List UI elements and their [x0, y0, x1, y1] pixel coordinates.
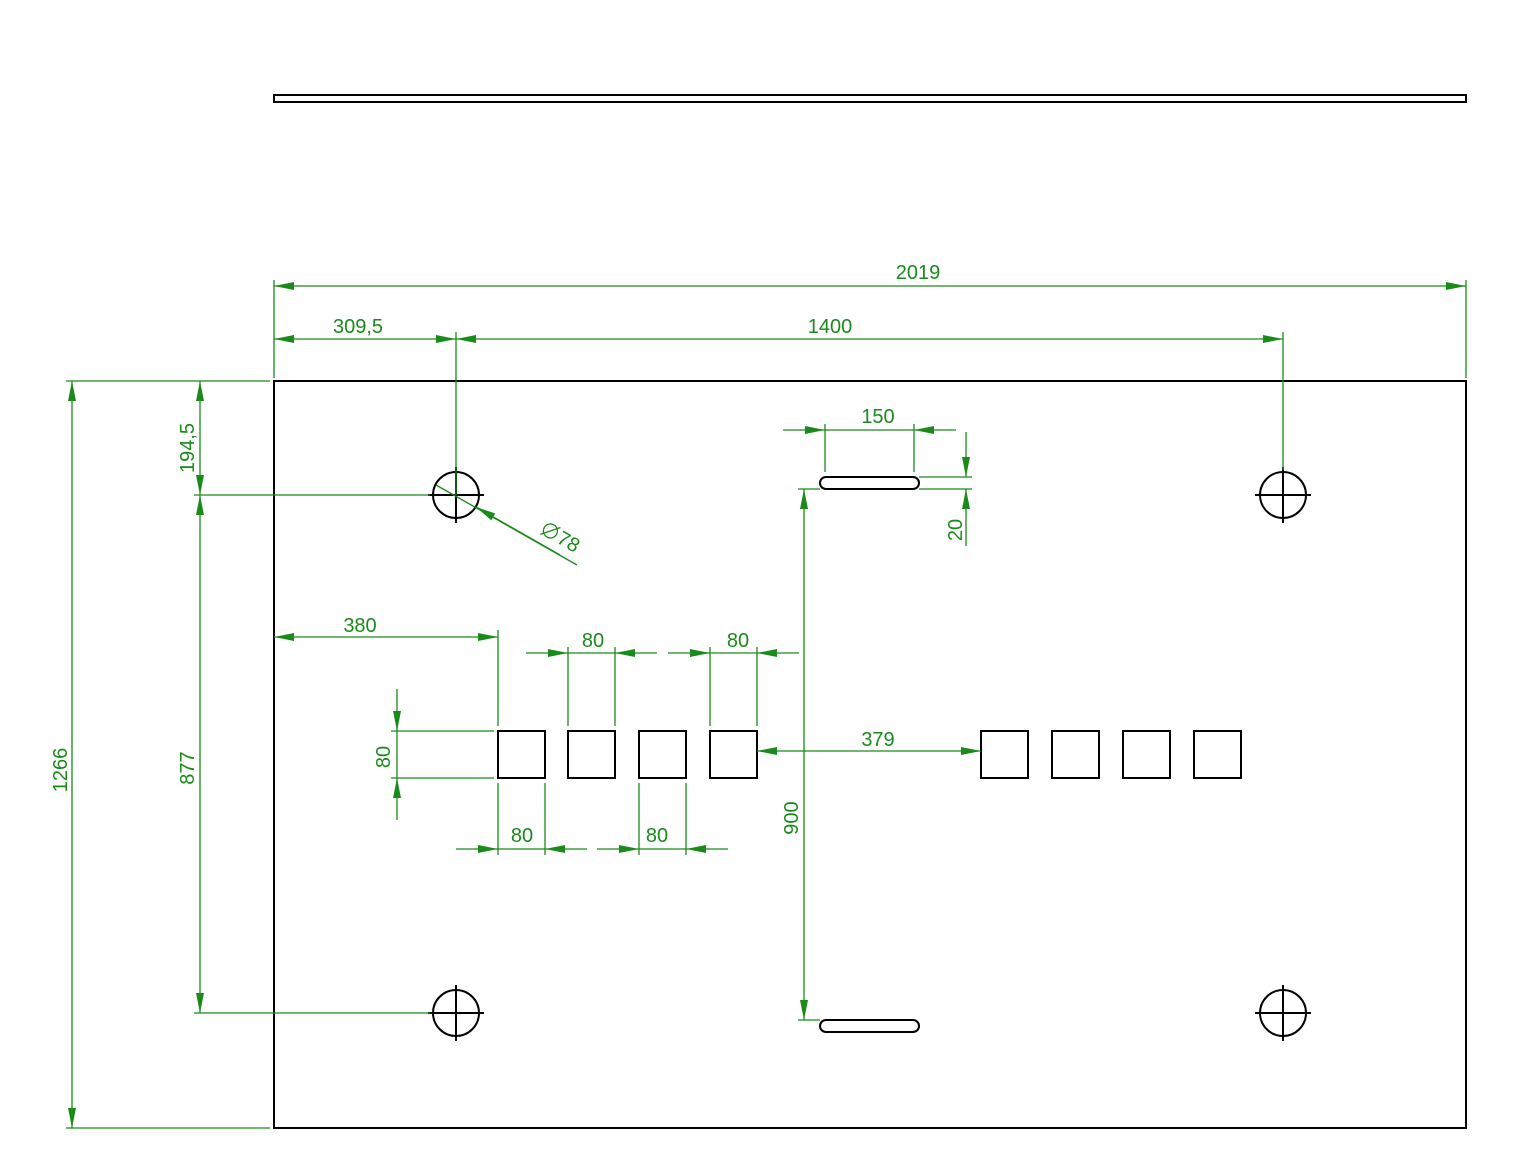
plate-outline: [273, 380, 1467, 1129]
dimension-label: 900: [781, 801, 803, 834]
dimension-square-width-bottom-2: 80: [597, 783, 728, 855]
dimension-slot-length: 150: [783, 406, 956, 472]
dimension-label: 80: [373, 746, 395, 768]
dimension-square-gap-top-1: 80: [526, 630, 657, 726]
square-cutout-right-1: [980, 730, 1029, 779]
slot-top: [819, 476, 920, 490]
mounting-hole-bottom-left: [428, 985, 484, 1041]
square-cutout-right-2: [1051, 730, 1100, 779]
dimension-hole-spacing-y: 877: [177, 495, 430, 1014]
square-cutout-right-3: [1122, 730, 1171, 779]
dimension-square-height: 80: [373, 689, 494, 820]
dimension-label: 1400: [808, 316, 853, 338]
dimension-slot-width: 20: [919, 432, 972, 546]
dimension-hole-offset-x: 309,5: [274, 316, 457, 495]
dimension-square-width-bottom-1: 80: [456, 783, 587, 855]
dimension-hole-spacing-x: 1400: [456, 316, 1284, 470]
dimension-label: 80: [727, 630, 749, 652]
dimension-label: 80: [511, 825, 533, 847]
dimension-label: 1266: [50, 748, 72, 793]
dimension-label: 150: [861, 406, 894, 428]
dimension-label: 80: [646, 825, 668, 847]
dimension-hole-diameter: 78: [435, 484, 583, 566]
square-cutout-left-1: [497, 730, 546, 779]
dimension-square-offset-x: 380: [274, 615, 499, 726]
slot-bottom: [819, 1019, 920, 1033]
dimension-square-gap-top-2: 80: [668, 630, 799, 726]
plate-side-view: [273, 94, 1467, 103]
dimension-hole-offset-y: 194,5: [177, 381, 430, 496]
dimension-label: 2019: [896, 262, 941, 284]
mounting-hole-bottom-right: [1255, 985, 1311, 1041]
dimension-label: 20: [945, 519, 967, 541]
dimension-label: 194,5: [177, 423, 199, 473]
square-cutout-left-2: [567, 730, 616, 779]
dimension-label: 379: [861, 729, 894, 751]
dimension-slot-spacing-y: 900: [781, 488, 820, 1021]
diameter-symbol-icon: [540, 523, 561, 539]
square-cutout-left-4: [709, 730, 758, 779]
dimension-label: 309,5: [333, 316, 383, 338]
dimension-label: 380: [343, 615, 376, 637]
dimension-label: 877: [177, 751, 199, 784]
dimension-overall-height: 1266: [50, 380, 270, 1129]
mounting-hole-top-right: [1255, 467, 1311, 523]
square-cutout-left-3: [638, 730, 687, 779]
square-cutout-right-4: [1193, 730, 1242, 779]
dimension-overall-width: 2019: [273, 262, 1467, 378]
dimension-square-group-gap: 379: [757, 729, 981, 755]
dimension-label: 80: [582, 630, 604, 652]
